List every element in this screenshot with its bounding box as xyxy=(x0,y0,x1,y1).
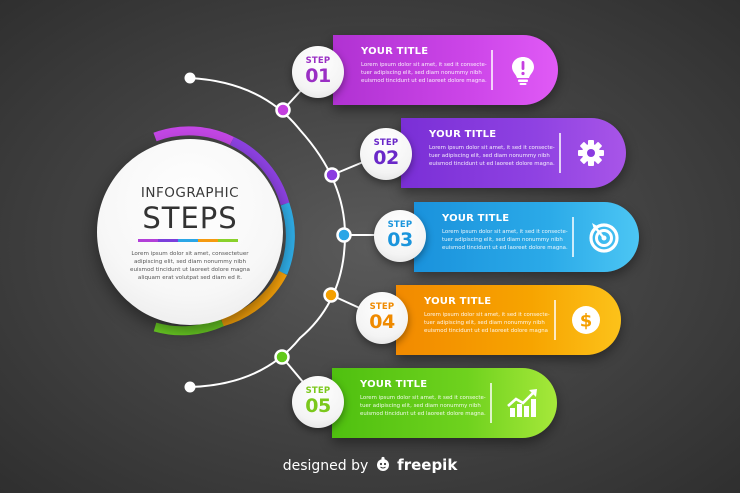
hub-kicker: INFOGRAPHIC xyxy=(140,185,240,201)
divider xyxy=(490,383,492,423)
step-number: 04 xyxy=(369,311,395,333)
step-number: 01 xyxy=(305,65,331,87)
step-card-02: YOUR TITLE Lorem ipsum dolor sit amet, i… xyxy=(401,118,626,188)
step-card-04: YOUR TITLE Lorem ipsum dolor sit amet, i… xyxy=(396,285,621,355)
divider xyxy=(572,217,574,257)
footer-brand: freepik xyxy=(397,456,458,474)
target-icon xyxy=(587,220,621,254)
step-label: STEP xyxy=(305,56,331,66)
step-description: Lorem ipsum dolor sit amet, it sed it co… xyxy=(429,145,555,167)
divider xyxy=(491,50,493,90)
footer-prefix: designed by xyxy=(282,458,369,474)
step-description: Lorem ipsum dolor sit amet, it sed it co… xyxy=(442,229,568,251)
step-label: STEP xyxy=(387,220,413,230)
step-title: YOUR TITLE xyxy=(361,46,429,57)
lightbulb-icon xyxy=(506,53,540,87)
step-title: YOUR TITLE xyxy=(360,379,428,390)
step-number: 03 xyxy=(387,229,413,251)
step-description: Lorem ipsum dolor sit amet, it sed it co… xyxy=(424,312,550,334)
step-label: STEP xyxy=(373,138,399,148)
hub-circle: INFOGRAPHIC STEPS Lorem ipsum dolor sit … xyxy=(97,139,283,325)
step-badge-05: STEP 05 xyxy=(292,376,344,428)
freepik-logo-icon xyxy=(375,456,391,476)
step-number: 05 xyxy=(305,395,331,417)
gear-icon xyxy=(574,136,608,170)
step-number: 02 xyxy=(373,147,399,169)
step-title: YOUR TITLE xyxy=(442,213,510,224)
step-description: Lorem ipsum dolor sit amet, it sed it co… xyxy=(361,62,487,84)
footer-credit: designed by freepik xyxy=(0,456,740,476)
step-badge-02: STEP 02 xyxy=(360,128,412,180)
step-label: STEP xyxy=(305,386,331,396)
dollar-coin-icon: $ xyxy=(569,303,603,337)
step-description: Lorem ipsum dolor sit amet, it sed it co… xyxy=(360,395,486,417)
step-badge-03: STEP 03 xyxy=(374,210,426,262)
hub-title: STEPS xyxy=(142,201,238,235)
hub-description: Lorem ipsum dolor sit amet, consectetuer… xyxy=(130,251,250,281)
growth-chart-icon xyxy=(505,386,539,420)
step-badge-01: STEP 01 xyxy=(292,46,344,98)
divider xyxy=(559,133,561,173)
divider xyxy=(554,300,556,340)
step-card-05: YOUR TITLE Lorem ipsum dolor sit amet, i… xyxy=(332,368,557,438)
hub-color-ring xyxy=(153,126,295,336)
svg-text:$: $ xyxy=(580,311,593,332)
step-card-01: YOUR TITLE Lorem ipsum dolor sit amet, i… xyxy=(333,35,558,105)
hub-color-bar xyxy=(138,239,238,242)
step-label: STEP xyxy=(369,302,395,312)
step-title: YOUR TITLE xyxy=(424,296,492,307)
step-card-03: YOUR TITLE Lorem ipsum dolor sit amet, i… xyxy=(414,202,639,272)
step-badge-04: STEP 04 xyxy=(356,292,408,344)
step-title: YOUR TITLE xyxy=(429,129,497,140)
